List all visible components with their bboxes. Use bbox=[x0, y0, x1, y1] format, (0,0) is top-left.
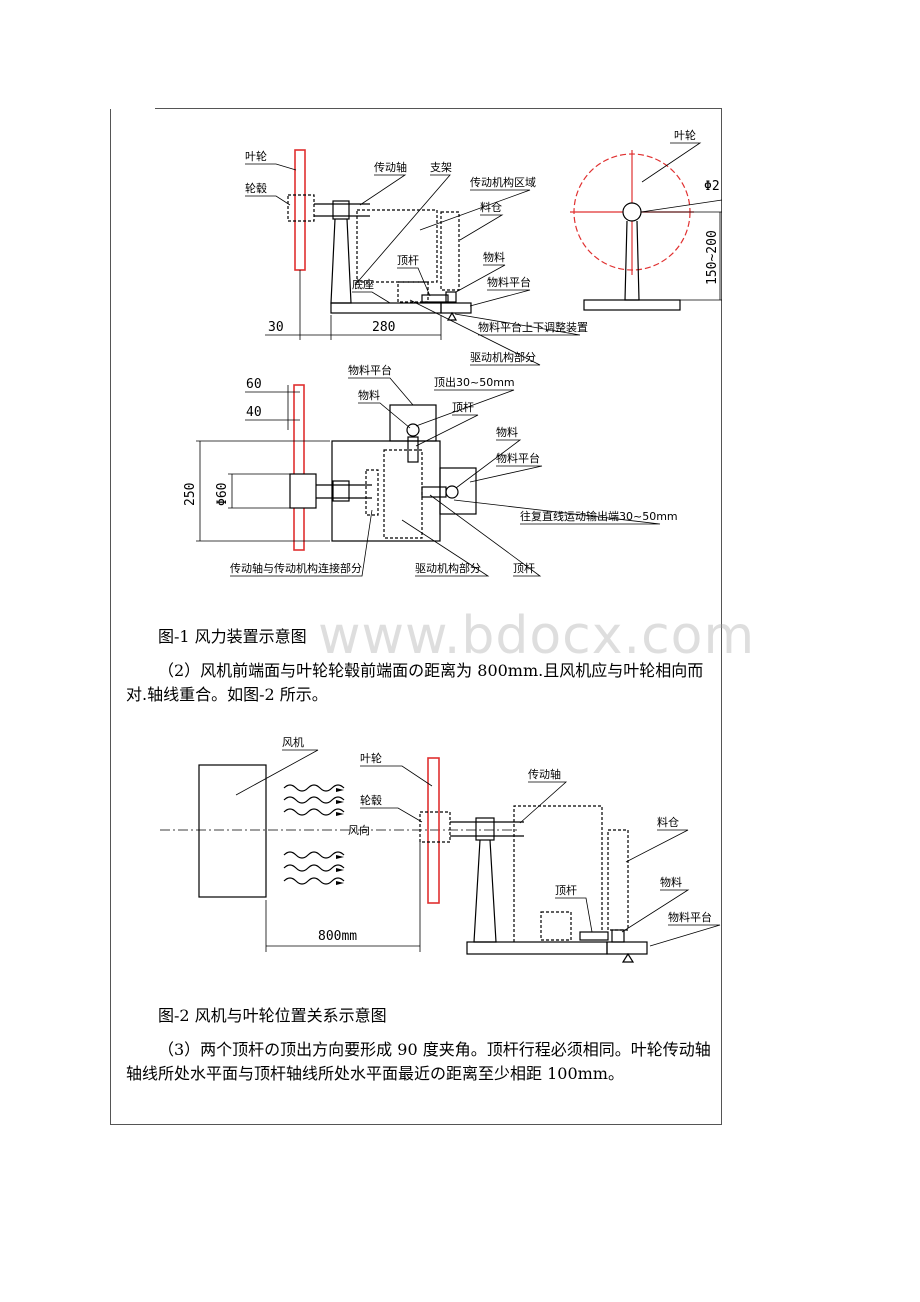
label-fig2-shaft: 传动轴 bbox=[528, 767, 561, 781]
label-top-rod-b: 顶杆 bbox=[513, 561, 535, 575]
dim-40: 40 bbox=[246, 405, 262, 420]
paragraph-3: （3）两个顶杆の顶出方向要形成 90 度夹角。顶杆行程必须相同。叶轮传动轴轴线所… bbox=[126, 1040, 711, 1083]
label-shaft: 传动轴 bbox=[374, 160, 407, 174]
label-fig2-push-rod: 顶杆 bbox=[555, 883, 577, 897]
label-base: 底座 bbox=[352, 277, 374, 291]
material bbox=[445, 291, 457, 303]
label-eject-range: 顶出30~50mm bbox=[434, 375, 515, 389]
label-shaft-connection: 传动轴与传动机构连接部分 bbox=[230, 561, 362, 575]
drive-region bbox=[356, 209, 438, 283]
label-hub: 轮毂 bbox=[245, 181, 267, 195]
material-platform bbox=[440, 302, 472, 314]
label-impeller: 叶轮 bbox=[245, 149, 267, 163]
hub bbox=[287, 194, 315, 222]
wind-waves bbox=[283, 784, 345, 885]
label-front-impeller: 叶轮 bbox=[674, 128, 696, 142]
label-wind-direction: 风向 bbox=[348, 823, 370, 837]
fig2-bearing bbox=[475, 817, 495, 841]
dim-height: 150~200 bbox=[705, 230, 720, 285]
label-silo: 料仓 bbox=[480, 200, 502, 214]
top-rod-b bbox=[421, 486, 447, 498]
top-rod-a bbox=[407, 436, 419, 463]
top-impeller bbox=[293, 384, 305, 551]
label-reciprocating-output: 往复直线运动输出端30~50mm bbox=[520, 509, 678, 523]
label-push-rod: 顶杆 bbox=[397, 253, 419, 267]
label-fig2-platform: 物料平台 bbox=[668, 910, 712, 924]
label-material: 物料 bbox=[483, 250, 505, 264]
paragraph-2: （2）风机前端面与叶轮轮毂前端面の距离为 800mm.且风机应与叶轮相向而对.轴… bbox=[126, 661, 704, 704]
label-fan: 风机 bbox=[282, 735, 304, 749]
label-fig2-hub: 轮毂 bbox=[360, 793, 382, 807]
label-fig2-impeller: 叶轮 bbox=[360, 751, 382, 765]
content-frame bbox=[110, 108, 722, 1125]
label-top-material-a: 物料 bbox=[358, 388, 380, 402]
fig2-platform bbox=[606, 941, 648, 955]
label-top-material-b: 物料 bbox=[496, 425, 518, 439]
label-top-platform-a: 物料平台 bbox=[348, 363, 392, 377]
label-top-platform-b: 物料平台 bbox=[496, 451, 540, 465]
label-fig2-silo: 料仓 bbox=[657, 815, 679, 829]
bearing bbox=[332, 200, 350, 220]
dim-60: 60 bbox=[246, 377, 262, 392]
label-drive-region: 传动机构区域 bbox=[470, 175, 536, 189]
dim-250: 250 bbox=[183, 483, 198, 506]
label-fig2-material: 物料 bbox=[660, 875, 682, 889]
front-base bbox=[583, 299, 681, 311]
top-hub bbox=[289, 473, 317, 509]
top-bearing bbox=[332, 480, 350, 502]
label-top-rod-a: 顶杆 bbox=[452, 400, 474, 414]
label-bracket: 支架 bbox=[430, 161, 452, 174]
fig2-push-rod bbox=[579, 931, 609, 941]
label-material-platform: 物料平台 bbox=[487, 275, 531, 289]
dim-800mm: 800mm bbox=[318, 929, 357, 944]
fig2-impeller bbox=[427, 757, 440, 904]
adjust-triangle bbox=[446, 311, 458, 321]
top-material-a bbox=[406, 423, 420, 437]
label-top-drive: 驱动机构部分 bbox=[415, 561, 481, 575]
top-platform-b bbox=[439, 467, 477, 515]
fig2-triangle bbox=[621, 952, 635, 963]
fig2-column bbox=[473, 839, 497, 943]
dim-30: 30 bbox=[268, 320, 284, 335]
dim-phi60: Φ60 bbox=[215, 483, 230, 506]
fig2-hub bbox=[419, 811, 451, 843]
push-rod bbox=[421, 294, 449, 303]
fan bbox=[198, 764, 267, 898]
fig2-base bbox=[466, 941, 608, 955]
figure-2-caption: 图-2 风机与叶轮位置关系示意图 bbox=[158, 1006, 387, 1025]
label-platform-adjust: 物料平台上下调整装置 bbox=[478, 320, 588, 334]
dim-phi: Φ2 bbox=[704, 179, 720, 194]
silo bbox=[440, 211, 460, 291]
frame-corner-gap bbox=[110, 106, 155, 109]
dim-280: 280 bbox=[372, 320, 395, 335]
label-drive-mechanism: 驱动机构部分 bbox=[470, 350, 536, 364]
watermark: www.bdocx.com bbox=[318, 606, 756, 666]
figure-1-caption: 图-1 风力装置示意图 bbox=[158, 627, 307, 646]
